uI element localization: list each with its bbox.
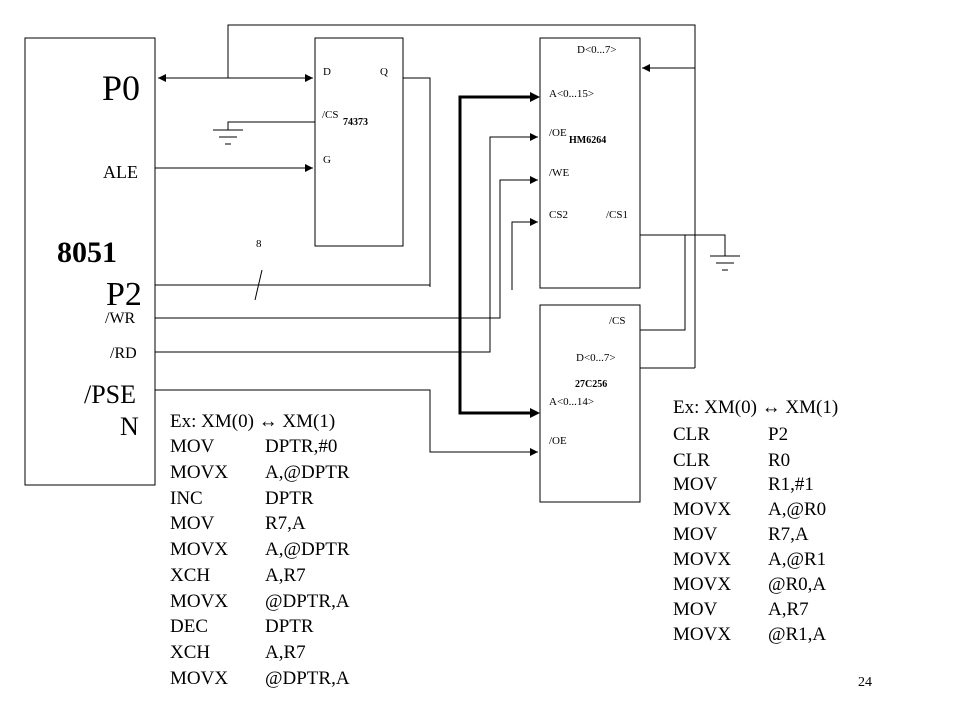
- code-opcode: MOV: [170, 436, 215, 457]
- code-opcode: MOVX: [673, 624, 731, 645]
- code-opcode: MOV: [673, 524, 718, 545]
- eprom-pin-addr: A<0...14>: [549, 396, 594, 408]
- code-opcode: MOVX: [673, 499, 731, 520]
- pin-label-p0: P0: [102, 68, 140, 108]
- cpu-box: [24, 37, 156, 486]
- latch-pin-g: G: [323, 154, 331, 166]
- code-opcode: XCH: [170, 565, 210, 586]
- code-operand: @DPTR,A: [265, 668, 350, 689]
- wire-eprom-cs-ground: [640, 235, 686, 331]
- ram-pin-data: D<0...7>: [577, 44, 617, 56]
- code-opcode: CLR: [673, 424, 710, 445]
- ram-pin-cs1: /CS1: [606, 209, 628, 221]
- latch-74373: D Q /CS 74373 G: [314, 37, 404, 247]
- code-operand: @DPTR,A: [265, 591, 350, 612]
- pin-label-ale: ALE: [103, 162, 138, 182]
- code-opcode: DEC: [170, 616, 208, 637]
- ram-pin-cs2: CS2: [549, 209, 568, 221]
- code-opcode: INC: [170, 488, 203, 509]
- bus-width-label: 8: [256, 238, 262, 250]
- address-bus-arrow-eprom: [530, 408, 540, 418]
- code-operand: DPTR: [265, 616, 314, 637]
- wire-rd-to-ram-oe: [155, 133, 538, 353]
- code-operand: @R1,A: [768, 624, 826, 645]
- pin-label-wr: /WR: [105, 310, 136, 327]
- latch-pin-q: Q: [380, 66, 388, 78]
- code-opcode: MOVX: [170, 539, 228, 560]
- latch-pin-cs: /CS: [322, 109, 339, 121]
- ground-icon: [213, 129, 243, 145]
- code-opcode: CLR: [673, 450, 710, 471]
- pin-label-p2: P2: [106, 276, 142, 313]
- address-bus-arrow-ram: [530, 92, 540, 102]
- wire-ram-cs2: [511, 218, 538, 290]
- code-operand: DPTR: [265, 488, 314, 509]
- listing-title: Ex: XM(0) ↔ XM(1): [673, 397, 838, 418]
- code-operand: A,R7: [265, 642, 306, 663]
- code-opcode: MOV: [170, 513, 215, 534]
- code-opcode: MOVX: [673, 549, 731, 570]
- wire-wr-to-ram-we: [155, 176, 538, 319]
- listing-title: Ex: XM(0) ↔ XM(1): [170, 411, 335, 432]
- eprom-box: [539, 304, 641, 503]
- code-opcode: MOVX: [170, 591, 228, 612]
- eprom-name: 27C256: [575, 379, 607, 390]
- eprom-pin-cs: /CS: [609, 315, 626, 327]
- code-opcode: MOVX: [673, 574, 731, 595]
- eprom-pin-data: D<0...7>: [576, 352, 616, 364]
- code-operand: R1,#1: [768, 474, 814, 495]
- wire-latch-cs-ground: [227, 121, 315, 130]
- latch-box: [314, 37, 404, 247]
- code-opcode: MOVX: [170, 668, 228, 689]
- ram-pin-addr: A<0...15>: [549, 88, 594, 100]
- latch-name: 74373: [343, 117, 368, 128]
- code-operand: DPTR,#0: [265, 436, 337, 457]
- ram-hm6264: D<0...7> A<0...15> /OE HM6264 /WE CS2 /C…: [539, 37, 641, 289]
- code-operand: P2: [768, 424, 788, 445]
- address-bus: [458, 95, 536, 415]
- code-operand: R7,A: [768, 524, 809, 545]
- pin-label-rd: /RD: [110, 345, 137, 362]
- code-operand: A,@DPTR: [265, 462, 350, 483]
- eprom-27c256: /CS D<0...7> 27C256 A<0...14> /OE: [539, 304, 641, 503]
- ram-name: HM6264: [569, 135, 606, 146]
- page-number: 24: [858, 675, 872, 690]
- wire-latch-q: [403, 77, 431, 287]
- code-opcode: MOV: [673, 474, 718, 495]
- code-opcode: MOV: [673, 599, 718, 620]
- code-operand: A,R7: [768, 599, 809, 620]
- wire-psen-to-eprom-oe: [155, 389, 538, 456]
- code-operand: A,@R1: [768, 549, 826, 570]
- ram-pin-oe: /OE: [549, 127, 567, 139]
- ram-box: [539, 37, 641, 289]
- code-operand: R0: [768, 450, 790, 471]
- cpu-name: 8051: [57, 236, 117, 269]
- eprom-pin-oe: /OE: [549, 435, 567, 447]
- code-opcode: XCH: [170, 642, 210, 663]
- code-operand: A,@DPTR: [265, 539, 350, 560]
- bus-width-slash: [254, 269, 263, 301]
- code-opcode: MOVX: [170, 462, 228, 483]
- wire-ram-cs1-ground: [640, 234, 726, 256]
- latch-pin-d: D: [323, 66, 331, 78]
- pin-label-psen-1: /PSE: [84, 380, 136, 409]
- code-operand: R7,A: [265, 513, 306, 534]
- ground-icon: [710, 255, 740, 271]
- pin-label-psen-2: N: [120, 412, 139, 441]
- cpu-8051: P0 ALE 8051 P2 /WR /RD /PSE N: [24, 37, 156, 486]
- code-operand: @R0,A: [768, 574, 826, 595]
- code-operand: A,@R0: [768, 499, 826, 520]
- wire-data-bus-top: [227, 24, 696, 368]
- code-operand: A,R7: [265, 565, 306, 586]
- ram-pin-we: /WE: [549, 167, 569, 179]
